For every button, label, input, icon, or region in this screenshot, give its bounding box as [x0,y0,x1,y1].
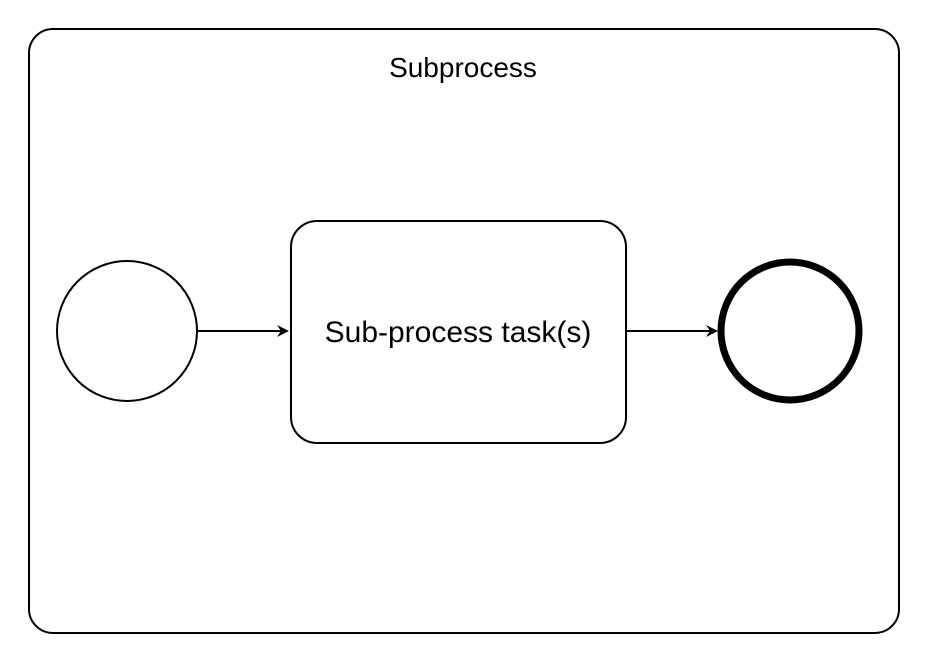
end-event[interactable] [717,258,863,404]
task-label: Sub-process task(s) [325,316,592,349]
start-event[interactable] [56,260,198,402]
task[interactable]: Sub-process task(s) [290,220,627,444]
subprocess-title: Subprocess [389,52,537,83]
